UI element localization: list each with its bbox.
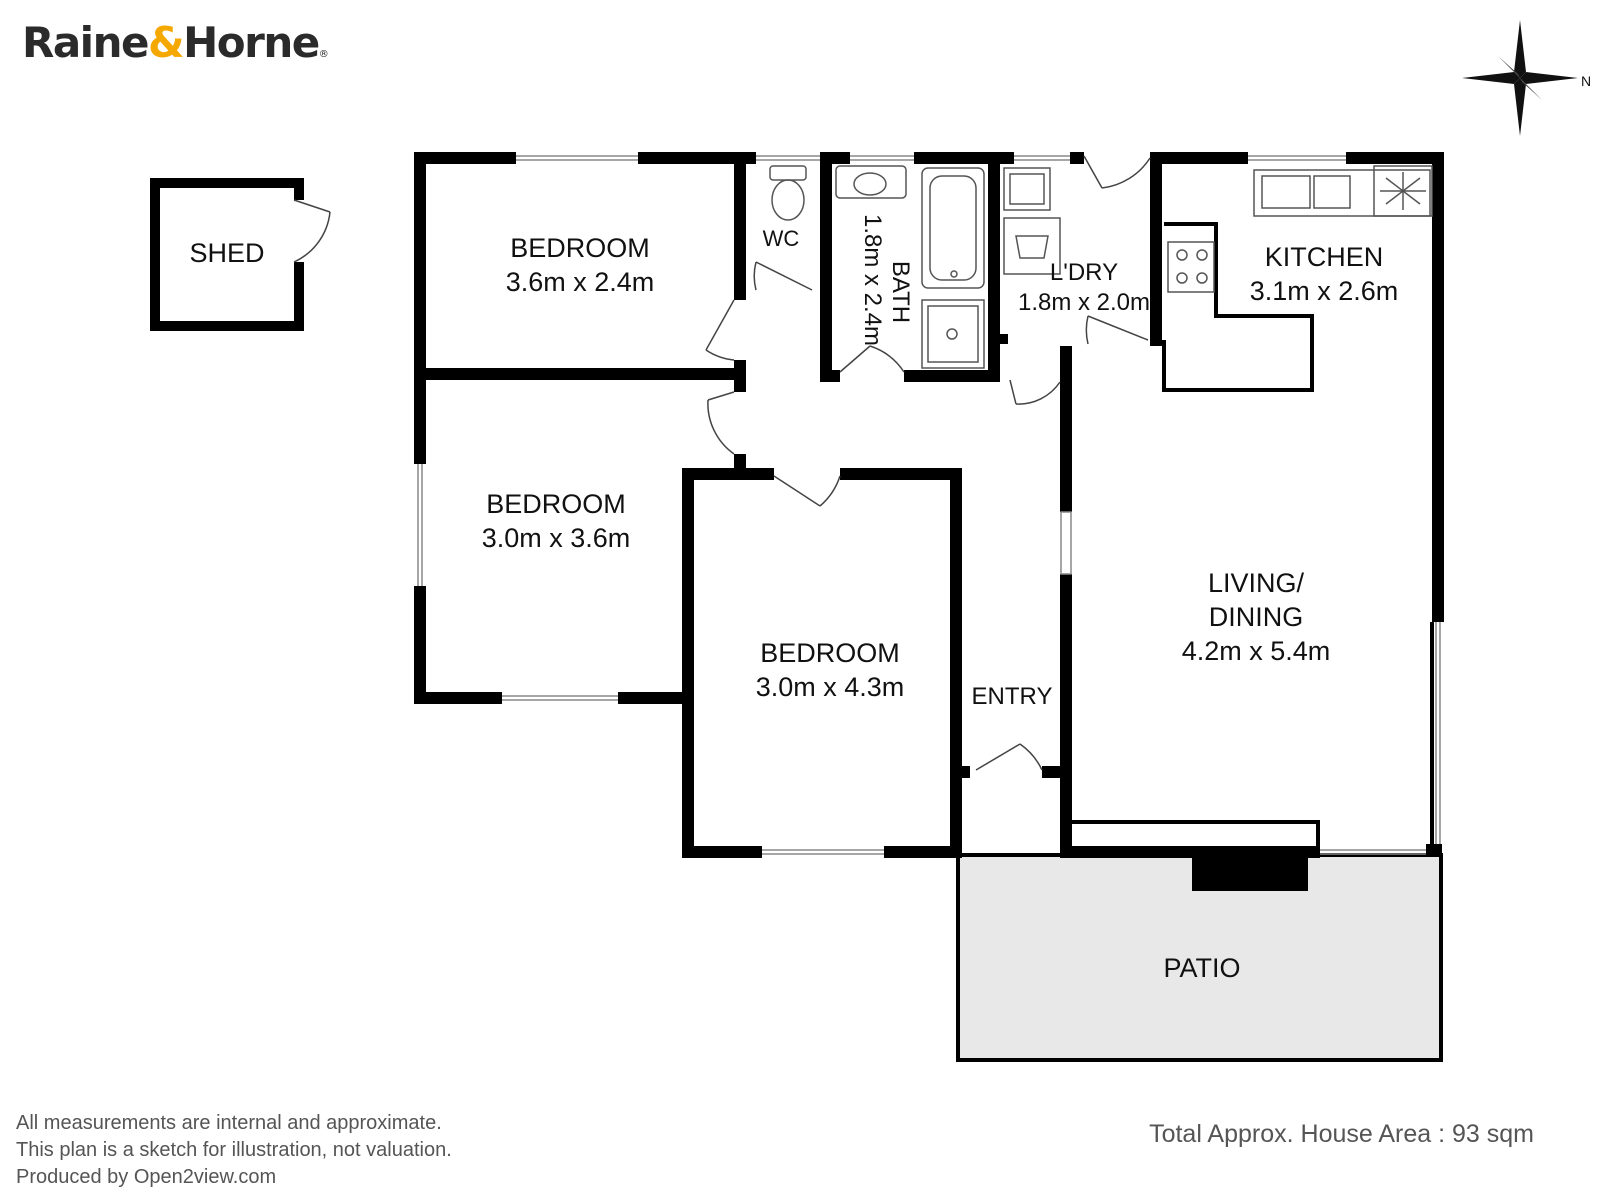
- entry-label: ENTRY: [972, 683, 1053, 710]
- disclaimer-line: This plan is a sketch for illustration, …: [16, 1139, 452, 1161]
- total-area: Total Approx. House Area : 93 sqm: [1149, 1120, 1534, 1148]
- compass-label: N: [1581, 73, 1591, 89]
- disclaimer-line: All measurements are internal and approx…: [16, 1112, 442, 1134]
- brand-logo: Raine&Horne®: [22, 18, 329, 67]
- basin-icon: [835, 165, 907, 199]
- laundry-name: L'DRY: [1050, 259, 1118, 286]
- bedroom2-size: 3.0m x 3.6m: [482, 523, 631, 553]
- doors: [293, 155, 1151, 771]
- producer-credit: Produced by Open2view.com: [16, 1166, 277, 1188]
- bedroom3-size: 3.0m x 4.3m: [756, 672, 905, 702]
- disclaimer: All measurements are internal and approx…: [16, 1110, 452, 1191]
- living-size: 4.2m x 5.4m: [1182, 636, 1331, 666]
- fixtures: [769, 165, 1433, 369]
- wc-label: WC: [763, 226, 800, 251]
- kitchen-bench-icon: [1253, 169, 1431, 217]
- kitchen-size: 3.1m x 2.6m: [1250, 276, 1399, 306]
- kitchen-name: KITCHEN: [1265, 242, 1384, 272]
- living-line1: LIVING/: [1208, 568, 1305, 598]
- fireplace: [1192, 858, 1308, 891]
- windows: [417, 155, 1441, 855]
- laundry-tub-icon: [1003, 167, 1051, 211]
- bath-name: BATH: [887, 261, 914, 323]
- bedroom1-size: 3.6m x 2.4m: [506, 267, 655, 297]
- shed-label: SHED: [189, 238, 264, 268]
- bath-size: 1.8m x 2.4m: [859, 214, 886, 346]
- bathtub-icon: [921, 167, 985, 289]
- bedroom2-name: BEDROOM: [486, 489, 626, 519]
- partitions: [1068, 222, 1434, 850]
- bedroom1-name: BEDROOM: [510, 233, 650, 263]
- compass-icon: N: [1462, 20, 1591, 136]
- washing-machine-icon: [1003, 217, 1061, 275]
- exhaust-fan-icon: [1373, 165, 1433, 217]
- laundry-size: 1.8m x 2.0m: [1018, 289, 1150, 316]
- cooktop-icon: [1167, 241, 1215, 293]
- shower-icon: [921, 299, 985, 369]
- toilet-icon: [769, 165, 807, 221]
- living-line2: DINING: [1209, 602, 1304, 632]
- patio-label: PATIO: [1163, 953, 1240, 983]
- bedroom3-name: BEDROOM: [760, 638, 900, 668]
- walls: [150, 152, 1444, 858]
